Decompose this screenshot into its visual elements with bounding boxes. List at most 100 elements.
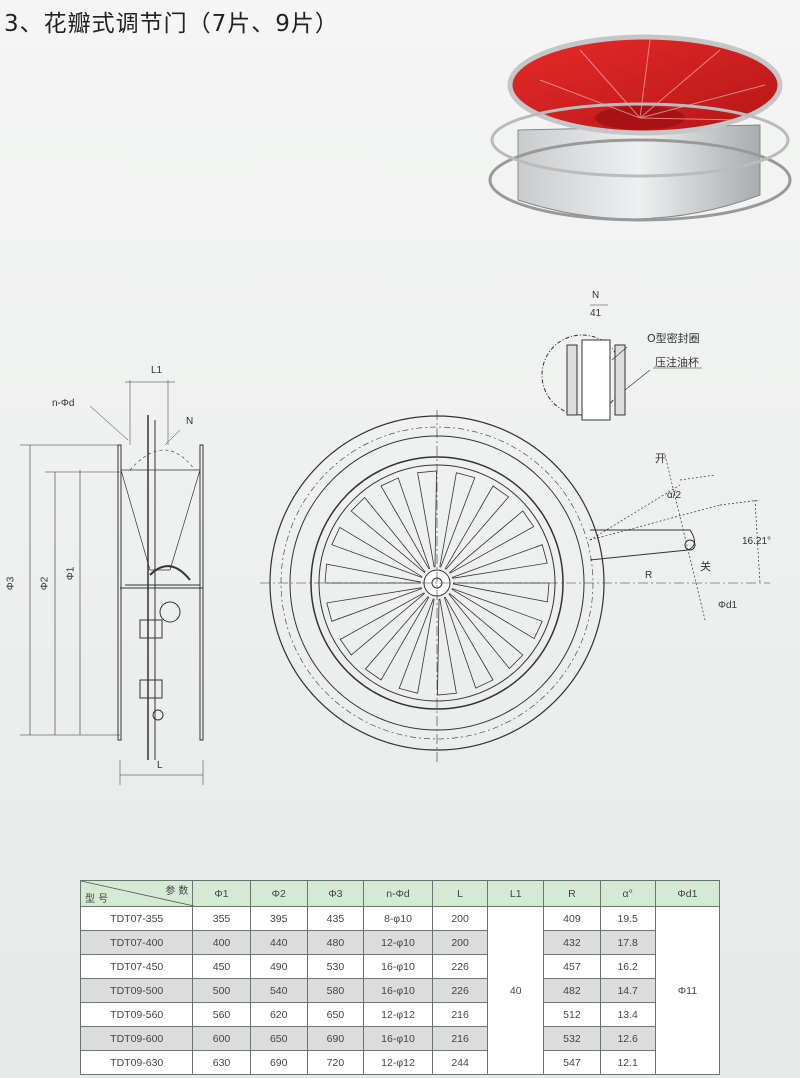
col-header: Φ3 bbox=[306, 880, 365, 907]
corner-header: 参 数 型 号 bbox=[79, 880, 194, 907]
damper-petal bbox=[417, 470, 437, 568]
damper-petal bbox=[449, 510, 535, 574]
damper-petal bbox=[339, 592, 425, 656]
page-title: 3、花瓣式调节门（7片、9片） bbox=[4, 11, 339, 37]
cell-alpha: 12.6 bbox=[599, 1026, 656, 1051]
damper-petal bbox=[444, 485, 510, 570]
cell-phi3: 530 bbox=[306, 954, 365, 979]
cell-phi1: 355 bbox=[192, 906, 251, 931]
spec-table: 参 数 型 号 Φ1 Φ2 Φ3 n-Φd L L1 R α° Φd1 TDT0… bbox=[79, 880, 721, 1075]
damper-petal bbox=[364, 596, 430, 681]
cell-L: 226 bbox=[431, 954, 489, 979]
label-n-phid: n-Φd bbox=[52, 398, 75, 409]
cell-R: 482 bbox=[543, 978, 601, 1003]
cell-L: 200 bbox=[431, 930, 489, 955]
cell-alpha: 13.4 bbox=[599, 1002, 656, 1027]
cell-R: 532 bbox=[543, 1026, 601, 1051]
cell-L: 216 bbox=[431, 1026, 489, 1051]
cell-L: 200 bbox=[431, 906, 489, 931]
damper-petal bbox=[380, 477, 431, 570]
detail-scale: 41 bbox=[590, 308, 602, 319]
cell-nphid: 16-φ10 bbox=[363, 1026, 433, 1051]
corner-model: 型 号 bbox=[85, 894, 109, 905]
cell-phi2: 540 bbox=[249, 978, 308, 1003]
damper-petal bbox=[331, 526, 423, 578]
cell-model: TDT07-400 bbox=[79, 930, 194, 955]
cell-L: 244 bbox=[431, 1050, 489, 1075]
cell-phi1: 600 bbox=[192, 1026, 251, 1051]
cell-phi2: 690 bbox=[249, 1050, 308, 1075]
cell-model: TDT09-600 bbox=[79, 1026, 194, 1051]
product-photo bbox=[488, 34, 792, 222]
cell-alpha: 19.5 bbox=[599, 906, 656, 931]
label-phid1: Φd1 bbox=[718, 600, 738, 611]
cell-alpha: 14.7 bbox=[599, 978, 656, 1003]
cell-L1: 40 bbox=[487, 906, 545, 1075]
damper-petal bbox=[350, 496, 426, 574]
damper-petal bbox=[398, 598, 435, 694]
cell-R: 409 bbox=[543, 906, 601, 931]
col-header: Φ1 bbox=[192, 880, 251, 907]
damper-petal bbox=[451, 588, 543, 640]
col-header: Φ2 bbox=[249, 880, 308, 907]
cell-nphid: 12-φ12 bbox=[363, 1050, 433, 1075]
side-view-drawing bbox=[20, 380, 204, 785]
cell-model: TDT07-450 bbox=[79, 954, 194, 979]
cell-phi2: 440 bbox=[249, 930, 308, 955]
label-half-alpha: α/2 bbox=[667, 490, 682, 501]
cell-phi3: 720 bbox=[306, 1050, 365, 1075]
cell-phi2: 490 bbox=[249, 954, 308, 979]
detail-label-N: N bbox=[592, 290, 600, 301]
cell-alpha: 16.2 bbox=[599, 954, 656, 979]
cell-nphid: 8-φ10 bbox=[363, 906, 433, 931]
cell-model: TDT09-560 bbox=[79, 1002, 194, 1027]
damper-petal bbox=[439, 472, 476, 568]
cell-nphid: 12-φ10 bbox=[363, 930, 433, 955]
label-open: 开 bbox=[655, 452, 666, 465]
damper-petal bbox=[443, 596, 494, 689]
corner-param: 参 数 bbox=[165, 886, 189, 897]
cell-alpha: 17.8 bbox=[599, 930, 656, 955]
cell-nphid: 16-φ10 bbox=[363, 954, 433, 979]
cell-phi1: 500 bbox=[192, 978, 251, 1003]
cell-phi1: 450 bbox=[192, 954, 251, 979]
cell-phid1: Φ11 bbox=[654, 906, 721, 1075]
cell-phi1: 630 bbox=[192, 1050, 251, 1075]
cell-R: 432 bbox=[543, 930, 601, 955]
cell-L: 216 bbox=[431, 1002, 489, 1027]
cell-nphid: 16-φ10 bbox=[363, 978, 433, 1003]
label-L1: L1 bbox=[151, 365, 163, 376]
col-header: n-Φd bbox=[363, 880, 433, 907]
cell-phi3: 650 bbox=[306, 1002, 365, 1027]
col-header: L bbox=[431, 880, 489, 907]
cell-phi3: 580 bbox=[306, 978, 365, 1003]
label-N: N bbox=[186, 416, 194, 427]
cell-phi3: 690 bbox=[306, 1026, 365, 1051]
label-angle: 16.21° bbox=[742, 536, 772, 547]
col-header: Φd1 bbox=[654, 880, 721, 907]
col-header: α° bbox=[599, 880, 656, 907]
label-R: R bbox=[645, 570, 653, 581]
cell-phi3: 480 bbox=[306, 930, 365, 955]
cell-R: 547 bbox=[543, 1050, 601, 1075]
front-view-drawing bbox=[260, 304, 770, 765]
damper-petal bbox=[448, 592, 524, 670]
cell-L: 226 bbox=[431, 978, 489, 1003]
cell-phi2: 620 bbox=[249, 1002, 308, 1027]
cell-phi1: 560 bbox=[192, 1002, 251, 1027]
col-header: R bbox=[543, 880, 601, 907]
label-o-ring: O型密封圈 bbox=[647, 332, 700, 345]
cell-R: 512 bbox=[543, 1002, 601, 1027]
cell-phi2: 650 bbox=[249, 1026, 308, 1051]
cell-model: TDT09-630 bbox=[79, 1050, 194, 1075]
col-header: L1 bbox=[487, 880, 545, 907]
label-L: L bbox=[157, 760, 163, 771]
damper-petal bbox=[451, 544, 548, 579]
label-close: 关 bbox=[700, 560, 711, 573]
cell-phi3: 435 bbox=[306, 906, 365, 931]
